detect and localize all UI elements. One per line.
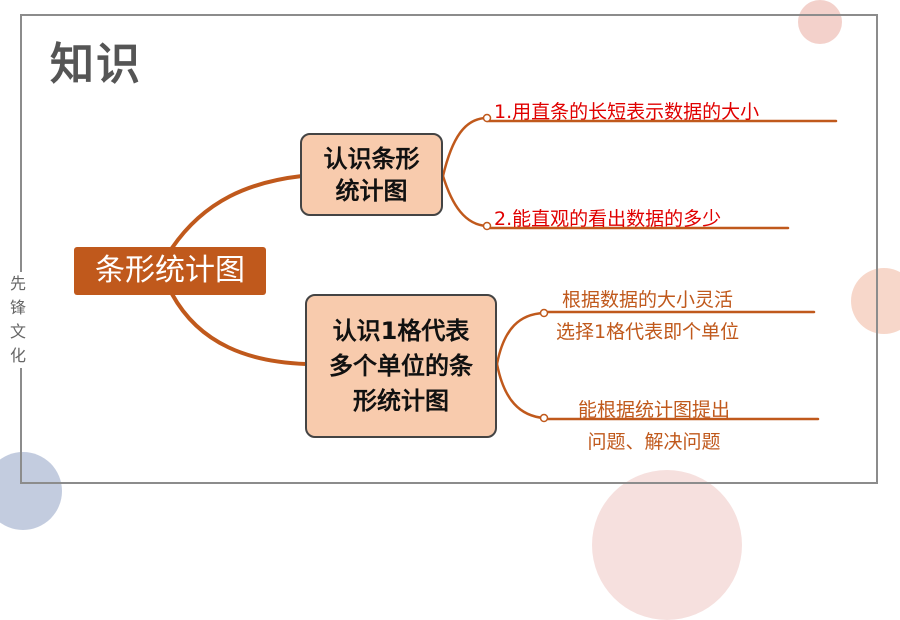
side-char: 先 <box>9 274 26 293</box>
leaf-3: 根据数据的大小灵活 选择1格代表即个单位 <box>556 284 739 348</box>
side-brand-text: 先 锋 文 化 <box>6 272 30 368</box>
leaf-4: 能根据统计图提出 问题、解决问题 <box>578 394 730 458</box>
branch-node-1: 认识条形 统计图 <box>300 133 443 216</box>
connector-branch2-leaf1 <box>495 311 546 366</box>
connector-branch1-leaf2 <box>441 174 489 228</box>
branch-node-1-line: 统计图 <box>335 176 408 205</box>
side-char: 文 <box>9 322 26 341</box>
branch-node-2-line: 形统计图 <box>353 386 449 415</box>
connector-dot <box>539 308 549 318</box>
connector-branch1-leaf1 <box>441 116 489 178</box>
leaf-1: 1.用直条的长短表示数据的大小 <box>494 101 760 123</box>
leaf-4-line: 问题、解决问题 <box>587 431 721 453</box>
decorative-circle-right <box>851 268 900 334</box>
connector-dot <box>482 113 492 123</box>
decorative-circle-top-right <box>798 0 842 44</box>
leaf-3-line: 根据数据的大小灵活 <box>562 289 734 311</box>
page-title: 知识 <box>50 39 142 90</box>
leaf-2: 2.能直观的看出数据的多少 <box>494 208 722 230</box>
side-char: 锋 <box>9 298 26 317</box>
branch-node-1-line: 认识条形 <box>323 144 420 173</box>
branch-node-2: 认识1格代表 多个单位的条 形统计图 <box>305 294 497 438</box>
side-char: 化 <box>9 346 26 365</box>
connector-dot <box>482 221 492 231</box>
branch-node-2-line: 认识1格代表 <box>332 316 470 345</box>
leaf-4-line: 能根据统计图提出 <box>578 399 731 421</box>
connector-branch2-leaf2 <box>495 362 546 420</box>
slide-frame <box>20 14 878 484</box>
root-node: 条形统计图 <box>74 247 266 295</box>
connector-root-branch2 <box>170 292 308 366</box>
connector-root-branch1 <box>170 174 304 250</box>
branch-node-2-line: 多个单位的条 <box>329 351 473 380</box>
leaf-3-line: 选择1格代表即个单位 <box>556 321 740 343</box>
connector-dot <box>539 413 549 423</box>
mind-map-connectors <box>170 113 838 423</box>
